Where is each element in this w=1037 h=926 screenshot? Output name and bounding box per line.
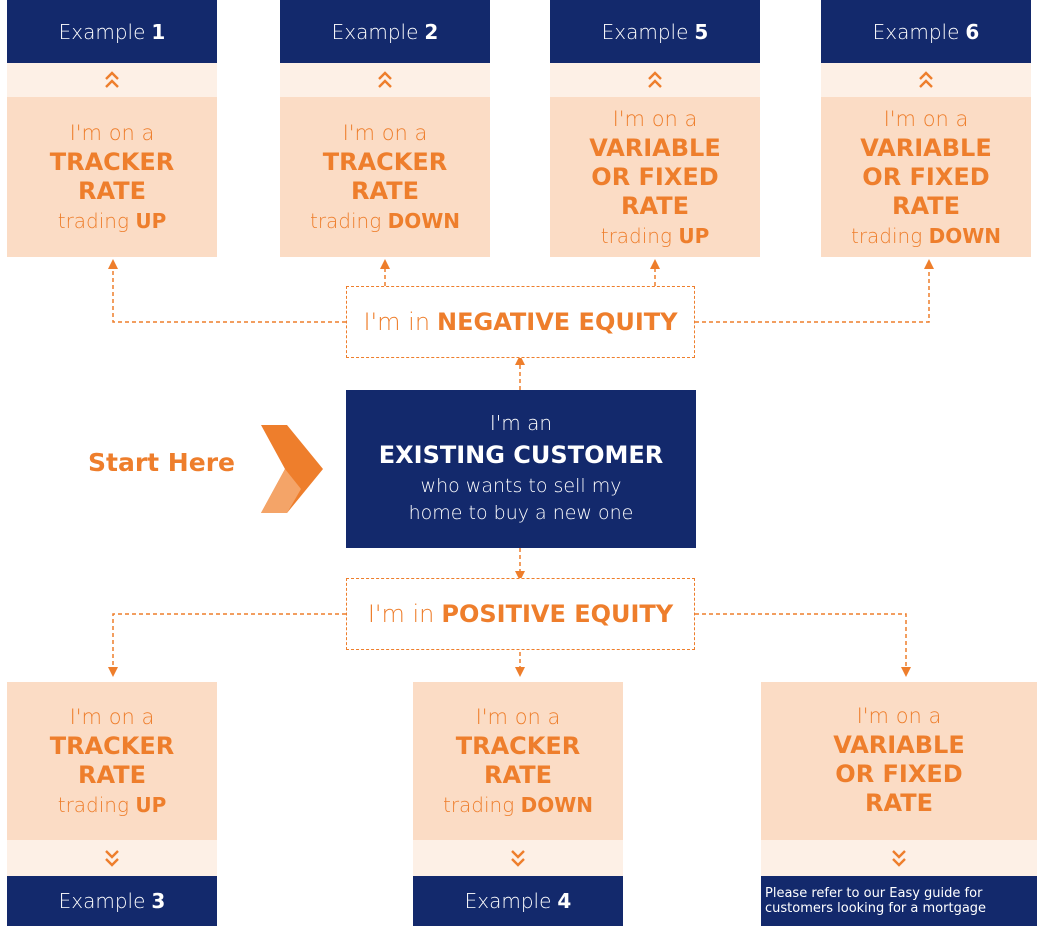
card-intro: I'm on a <box>69 121 155 145</box>
double-chevron-up-icon <box>378 71 392 88</box>
start-here-label: Start Here <box>88 448 235 477</box>
connector-to-bottom-1 <box>108 613 346 677</box>
trade-prefix: trading <box>442 793 515 817</box>
trade-prefix: trading <box>57 793 129 817</box>
trade-direction: DOWN <box>520 793 593 817</box>
card-rate: TRACKER RATE <box>455 732 581 789</box>
rate-card-top-2: I'm on a TRACKER RATE trading DOWN <box>280 97 490 257</box>
card-intro: I'm on a <box>475 705 561 729</box>
example-prefix: Example <box>58 889 146 913</box>
trade-direction: DOWN <box>387 209 460 233</box>
trade-prefix: trading <box>850 223 923 248</box>
trade-direction: DOWN <box>928 223 1001 248</box>
trade-direction: UP <box>135 793 167 817</box>
mortgage-guide-note: Please refer to our Easy guide for custo… <box>761 876 1037 926</box>
positive-equity-label: POSITIVE EQUITY <box>441 600 674 628</box>
example-prefix: Example <box>58 19 146 44</box>
example-number: 5 <box>694 19 709 44</box>
double-chevron-up-icon <box>919 71 933 88</box>
example-prefix: Example <box>464 889 552 913</box>
up-arrow-strip <box>280 63 490 97</box>
card-trading: trading DOWN <box>443 793 593 817</box>
card-intro: I'm on a <box>612 106 698 131</box>
connector-to-example-1 <box>108 259 346 323</box>
trade-prefix: trading <box>57 209 129 233</box>
down-arrow-strip <box>761 840 1037 876</box>
card-intro: I'm on a <box>883 106 969 131</box>
double-chevron-down-icon <box>892 850 906 867</box>
card-rate: TRACKER RATE <box>322 148 448 205</box>
connector-to-bottom-3 <box>695 613 911 677</box>
center-line-2: EXISTING CUSTOMER <box>378 441 664 469</box>
card-rate: VARIABLE OR FIXED RATE <box>589 133 721 220</box>
positive-equity-prefix: I'm in <box>367 600 435 628</box>
example-number: 3 <box>151 889 166 913</box>
rate-card-top-1: I'm on a TRACKER RATE trading UP <box>7 97 217 257</box>
example-number: 1 <box>151 19 166 44</box>
double-chevron-down-icon <box>105 850 119 867</box>
positive-equity-box: I'm in POSITIVE EQUITY <box>346 578 695 650</box>
trade-prefix: trading <box>309 209 382 233</box>
negative-equity-label: NEGATIVE EQUITY <box>437 308 678 336</box>
example-number: 6 <box>965 19 980 44</box>
double-chevron-down-icon <box>511 850 525 867</box>
up-arrow-strip <box>550 63 760 97</box>
card-rate: VARIABLE OR FIXED RATE <box>860 133 992 220</box>
rate-card-bottom-3: I'm on a VARIABLE OR FIXED RATE <box>761 682 1037 840</box>
example-number: 2 <box>424 19 439 44</box>
chevron-arrow-icon <box>261 425 323 513</box>
card-trading: trading UP <box>58 209 167 233</box>
trade-prefix: trading <box>600 223 672 248</box>
card-trading: trading DOWN <box>851 224 1001 248</box>
rate-card-bottom-2: I'm on a TRACKER RATE trading DOWN <box>413 682 623 840</box>
card-intro: I'm on a <box>856 704 942 728</box>
example-prefix: Example <box>331 19 419 44</box>
trade-direction: UP <box>678 223 710 248</box>
card-intro: I'm on a <box>342 121 428 145</box>
card-intro: I'm on a <box>69 705 155 729</box>
card-rate: VARIABLE OR FIXED RATE <box>833 731 965 817</box>
rate-card-bottom-1: I'm on a TRACKER RATE trading UP <box>7 682 217 840</box>
trade-direction: UP <box>135 209 167 233</box>
card-trading: trading UP <box>58 793 167 817</box>
negative-equity-prefix: I'm in <box>363 308 431 336</box>
card-trading: trading UP <box>601 224 710 248</box>
double-chevron-up-icon <box>648 71 662 88</box>
center-line-3: who wants to sell my home to buy a new o… <box>408 475 634 524</box>
negative-equity-box: I'm in NEGATIVE EQUITY <box>346 286 695 358</box>
center-line-1: I'm an <box>489 411 553 435</box>
connector-to-example-6 <box>695 259 934 323</box>
example-number: 4 <box>557 889 572 913</box>
example-prefix: Example <box>872 19 960 44</box>
up-arrow-strip <box>821 63 1031 97</box>
card-rate: TRACKER RATE <box>49 148 175 205</box>
card-rate: TRACKER RATE <box>49 732 175 789</box>
card-trading: trading DOWN <box>310 209 460 233</box>
up-arrow-strip <box>7 63 217 97</box>
existing-customer-box: I'm an EXISTING CUSTOMER who wants to se… <box>346 390 696 548</box>
down-arrow-strip <box>413 840 623 876</box>
example-prefix: Example <box>601 19 689 44</box>
down-arrow-strip <box>7 840 217 876</box>
double-chevron-up-icon <box>105 71 119 88</box>
